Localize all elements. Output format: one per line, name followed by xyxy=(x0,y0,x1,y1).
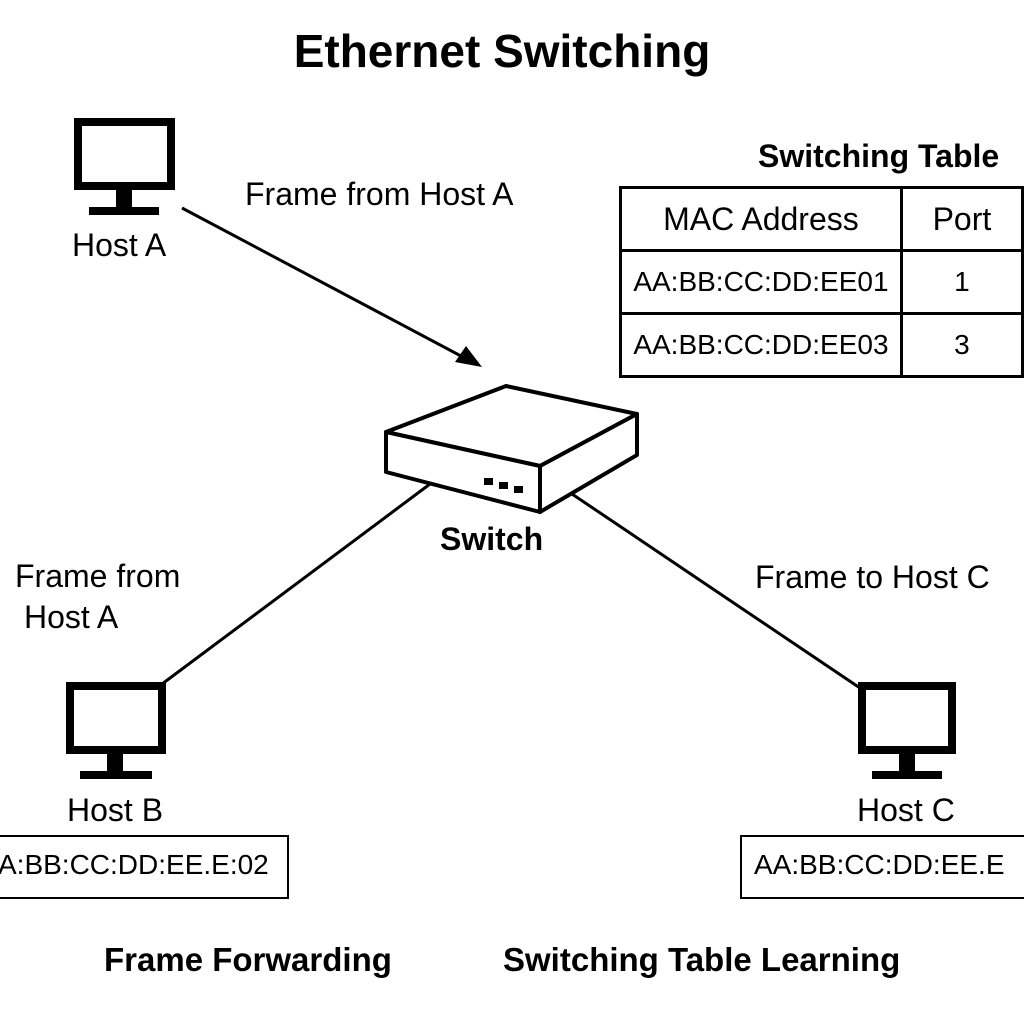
monitor-icon-host-b xyxy=(66,682,166,779)
table-cell-mac: AA:BB:CC:DD:EE03 xyxy=(619,312,903,378)
host-b-label: Host B xyxy=(67,792,164,828)
page-title: Ethernet Switching xyxy=(293,25,711,77)
arrowhead-icon xyxy=(455,346,482,367)
link-switch-to-host-b xyxy=(161,482,431,686)
host-c-label: Host C xyxy=(857,792,955,828)
arrow-host-a-to-switch xyxy=(181,206,477,366)
arrow-label-switch-to-b-line1: Frame from xyxy=(15,558,181,594)
switching-table-title: Switching Table xyxy=(758,138,1000,174)
switch-label: Switch xyxy=(440,521,544,557)
table-header-row: MAC Address Port xyxy=(619,186,1024,252)
arrow-label-frame-to-host-c: Frame to Host C xyxy=(755,559,990,595)
caption-frame-forwarding: Frame Forwarding xyxy=(104,941,392,978)
arrow-label-frame-from-host-a: Frame from Host A xyxy=(245,176,514,212)
switching-table: MAC Address Port AA:BB:CC:DD:EE01 1 AA:B… xyxy=(619,186,1024,378)
table-cell-port: 3 xyxy=(899,312,1024,378)
table-cell-port: 1 xyxy=(899,249,1024,315)
host-b-mac-box: A:BB:CC:DD:EE.E:02 xyxy=(0,835,289,899)
host-b-mac: A:BB:CC:DD:EE.E:02 xyxy=(0,849,269,880)
caption-switching-table-learning: Switching Table Learning xyxy=(503,941,901,978)
switch-icon xyxy=(384,384,639,514)
monitor-icon-host-a xyxy=(74,118,175,215)
host-c-mac: AA:BB:CC:DD:EE.E xyxy=(754,849,1005,880)
monitor-icon-host-c xyxy=(858,682,956,779)
table-row: AA:BB:CC:DD:EE03 3 xyxy=(619,312,1024,378)
table-cell-mac: AA:BB:CC:DD:EE01 xyxy=(619,249,903,315)
switching-table-container: MAC Address Port AA:BB:CC:DD:EE01 1 AA:B… xyxy=(619,186,1024,382)
host-a-label: Host A xyxy=(72,227,167,263)
link-switch-to-host-c xyxy=(571,492,861,690)
table-row: AA:BB:CC:DD:EE01 1 xyxy=(619,249,1024,315)
header-port: Port xyxy=(899,186,1024,252)
arrow-label-switch-to-b-line2: Host A xyxy=(24,599,119,635)
header-mac-address: MAC Address xyxy=(619,186,903,252)
host-c-mac-box: AA:BB:CC:DD:EE.E xyxy=(740,835,1024,899)
